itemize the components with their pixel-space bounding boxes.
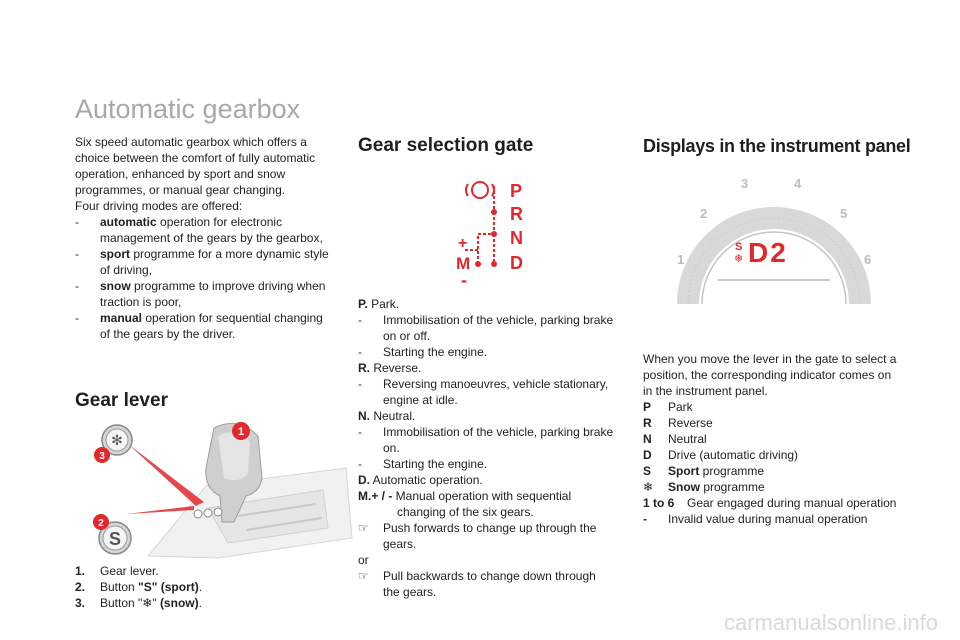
desc-line: D. Automatic operation.	[358, 473, 483, 487]
intro-line: programmes, or manual gear changing.	[75, 183, 286, 197]
desc-line: M.+ / - Manual operation with sequential	[358, 489, 572, 503]
desc-line: changing of the six gears.	[397, 505, 534, 519]
gauge-num: 3	[741, 176, 748, 191]
gate-letter-m: M	[456, 254, 470, 273]
finger-icon: ☞	[358, 521, 369, 535]
gauge-num: 6	[864, 252, 871, 267]
desc-line: or	[358, 553, 369, 567]
gauge-num: 2	[700, 206, 707, 221]
gate-heading: Gear selection gate	[358, 135, 534, 156]
desc-line: -Immobilisation of the vehicle, parking …	[358, 313, 614, 327]
gear-gate-diagram: P R N D + M -	[456, 181, 523, 288]
gate-minus: -	[461, 270, 467, 288]
svg-text:1: 1	[238, 426, 244, 438]
gauge-snow-icon: ❄	[734, 252, 743, 265]
gate-plus: +	[458, 235, 467, 252]
desc-line: P. Park.	[358, 297, 400, 311]
desc-line: on.	[383, 441, 400, 455]
desc-line: -Immobilisation of the vehicle, parking …	[358, 425, 614, 439]
legend-item: 3. Button "❄" (snow).	[75, 596, 202, 610]
callout-2: 2	[93, 514, 109, 530]
mode-item: - snow programme to improve driving when…	[75, 279, 326, 309]
sport-button-icon: S	[98, 521, 132, 555]
instrument-gauge: 1 2 3 4 5 6 S ❄ D2	[677, 176, 871, 305]
callout-1: 1	[232, 422, 250, 440]
desc-line: N. Neutral.	[358, 409, 416, 423]
desc-line: R. Reverse.	[358, 361, 422, 375]
desc-line: ☞Push forwards to change up through the	[358, 521, 597, 535]
intro-text: Six speed automatic gearbox which offers…	[75, 134, 337, 342]
gate-letter-r: R	[510, 204, 523, 224]
mode-item: - automatic operation for electronic man…	[75, 215, 323, 245]
svg-text:✻: ✻	[111, 433, 123, 449]
parking-brake-icon	[465, 181, 495, 199]
legend-item: 2. Button "S" (sport).	[75, 580, 203, 594]
mode-item: - manual operation for sequential changi…	[75, 311, 323, 341]
gate-letter-n: N	[510, 228, 523, 248]
intro-line: Four driving modes are offered:	[75, 199, 243, 213]
gear-lever-heading: Gear lever	[75, 390, 168, 411]
gauge-s: S	[735, 241, 742, 253]
legend-item: 1. Gear lever.	[75, 564, 159, 578]
desc-line: ☞Pull backwards to change down through	[358, 569, 596, 583]
callout-3: 3	[94, 447, 110, 463]
svg-text:S: S	[109, 529, 121, 549]
desc-line: -Starting the engine.	[358, 345, 488, 359]
display-description: When you move the lever in the gate to s…	[643, 351, 913, 527]
desc-line: -Reversing manoeuvres, vehicle stationar…	[358, 377, 609, 391]
gear-lever-illustration: ✻ S 1 2 3	[93, 422, 353, 559]
gear-lever-legend: 1. Gear lever. 2. Button "S" (sport). 3.…	[75, 563, 337, 611]
desc-line: gears.	[383, 537, 417, 551]
desc-line: engine at idle.	[383, 393, 458, 407]
desc-line: on or off.	[383, 329, 431, 343]
intro-line: operation, enhanced by sport and snow	[75, 167, 286, 181]
snow-button-icon: ✻	[101, 424, 133, 456]
mode-item: - sport programme for a more dynamic sty…	[75, 247, 329, 277]
finger-icon: ☞	[358, 569, 369, 583]
snow-icon: ❄	[643, 480, 654, 494]
gauge-num: 5	[840, 206, 847, 221]
gauge-num: 1	[677, 252, 684, 267]
svg-text:2: 2	[98, 518, 104, 529]
gauge-display: D2	[748, 237, 788, 268]
desc-line: in the instrument panel.	[643, 384, 768, 398]
display-heading: Displays in the instrument panel	[643, 136, 911, 156]
intro-line: choice between the comfort of fully auto…	[75, 151, 316, 165]
intro-line: Six speed automatic gearbox which offers…	[75, 135, 307, 149]
key-row: ❄Snow programme	[643, 480, 765, 494]
desc-line: the gears.	[383, 585, 437, 599]
watermark: carmanualsonline.info	[723, 610, 938, 635]
gate-description: P. Park. -Immobilisation of the vehicle,…	[358, 296, 626, 600]
key-row: -Invalid value during manual operation	[643, 512, 868, 526]
desc-line: -Starting the engine.	[358, 457, 488, 471]
desc-line: When you move the lever in the gate to s…	[643, 352, 897, 366]
gate-letter-d: D	[510, 253, 523, 273]
gate-letter-p: P	[510, 181, 522, 201]
gauge-num: 4	[794, 176, 802, 191]
desc-line: position, the corresponding indicator co…	[643, 368, 892, 382]
svg-text:3: 3	[99, 451, 105, 462]
page-title: Automatic gearbox	[75, 94, 301, 124]
